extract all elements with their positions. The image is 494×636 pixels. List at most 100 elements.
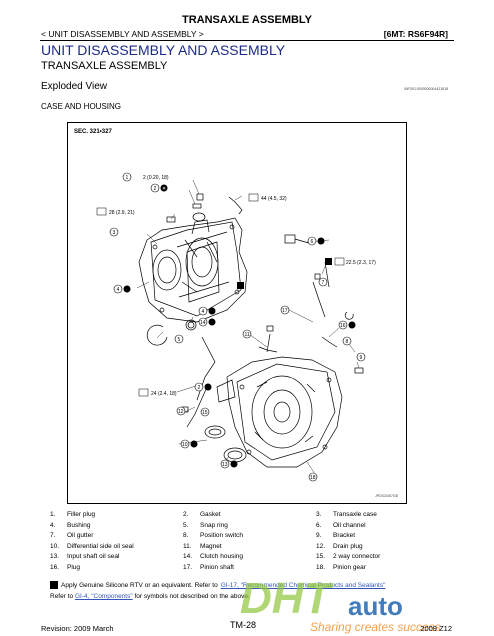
- legend-text: Differential side oil seal: [67, 542, 134, 550]
- model-code: [6MT: RS6F94R]: [383, 29, 448, 39]
- legend-item: 1. Filler plug: [50, 511, 183, 522]
- legend-number: 12.: [316, 542, 326, 550]
- legend-number: 5.: [183, 521, 189, 529]
- callout-15: 15: [200, 407, 210, 417]
- legend-text: Bracket: [333, 532, 356, 539]
- svg-text:14: 14: [200, 320, 206, 326]
- svg-text:24 (2.4, 18): 24 (2.4, 18): [151, 391, 177, 397]
- legend-item: 11.Magnet: [183, 543, 316, 554]
- svg-text:8: 8: [346, 339, 349, 345]
- page-number: TM-28: [230, 620, 257, 630]
- legend-text: Bushing: [67, 521, 91, 529]
- svg-text:13: 13: [222, 462, 228, 468]
- legend-text: Plug: [67, 563, 81, 571]
- watermark-logo: DHT auto Sharing creates success: [240, 574, 441, 634]
- sealant-note-text: Apply Genuine Silicone RTV or an equival…: [61, 581, 218, 589]
- legend-item: 12.Drain plug: [316, 543, 449, 554]
- callout-torque-24: 24 (2.4, 18): [138, 388, 177, 397]
- legend-item: 9. Bracket: [316, 532, 449, 543]
- exploded-view-figure: [67, 122, 407, 504]
- callout-torque-28: 28 (2.9, 21): [96, 207, 135, 216]
- svg-text:6: 6: [311, 239, 314, 245]
- legend-text: Gasket: [200, 511, 221, 518]
- legend-item: 5.Snap ring: [183, 522, 316, 533]
- legend-text: Magnet: [200, 542, 222, 550]
- legend-text: Position switch: [200, 532, 243, 539]
- callout-13: 13: [220, 459, 238, 469]
- symbols-note-prefix: Refer to: [50, 593, 74, 600]
- chemical-products-link[interactable]: GI-17, "Recommended Chemical Products an…: [220, 581, 386, 589]
- legend-number: 9.: [316, 532, 322, 539]
- legend-number: 3.: [316, 511, 322, 518]
- info-id: INFOID:0000000004421818: [404, 87, 448, 91]
- sealant-note: Apply Genuine Silicone RTV or an equival…: [50, 581, 385, 589]
- callout-11: 11: [242, 329, 252, 339]
- legend-number: 4.: [50, 521, 56, 529]
- legend-text: Pinion shaft: [200, 563, 234, 571]
- legend-item: 18. Pinion gear: [316, 564, 449, 575]
- svg-text:4: 4: [117, 287, 120, 293]
- callout-18: 18: [308, 472, 318, 482]
- transaxle-case-drawing: [138, 217, 248, 323]
- svg-text:12: 12: [178, 409, 184, 415]
- callout-torque-22: 22.5 (2.3, 17): [325, 257, 376, 266]
- svg-text:44 (4.5, 32): 44 (4.5, 32): [261, 196, 287, 202]
- torque-1: 2 (0.20, 18): [143, 175, 169, 181]
- legend-number: 17.: [183, 563, 193, 571]
- legend-number: 10.: [50, 542, 60, 550]
- svg-text:11: 11: [245, 332, 250, 338]
- legend-item: 14.Clutch housing: [183, 553, 316, 564]
- legend-text: Input shaft oil seal: [67, 553, 120, 560]
- legend-item: 16.Plug: [50, 564, 183, 575]
- svg-text:22.5 (2.3, 17): 22.5 (2.3, 17): [346, 260, 376, 266]
- breadcrumb[interactable]: < UNIT DISASSEMBLY AND ASSEMBLY >: [41, 29, 204, 39]
- symbols-note-text: for symbols not described on the above.: [134, 593, 250, 600]
- svg-text:9: 9: [360, 355, 363, 361]
- svg-text:2: 2: [198, 385, 201, 391]
- symbols-note: Refer to GI-4, "Components" for symbols …: [50, 593, 250, 600]
- page-header-title: TRANSAXLE ASSEMBLY: [182, 14, 312, 26]
- legend-text: Filler plug: [67, 511, 96, 518]
- clutch-housing-drawing: [216, 356, 343, 468]
- callout-10: 10: [180, 439, 198, 449]
- callout-16: 16: [338, 320, 356, 330]
- callout-torque-44: 44 (4.5, 32): [248, 193, 287, 202]
- svg-text:1: 1: [126, 175, 129, 181]
- legend-number: 8.: [183, 532, 189, 539]
- exploded-view-drawing: 1 2 (0.20, 18) 2 ✕ 28 (2.9, 21) 3 44 (4.…: [96, 172, 376, 482]
- leader-lines: [136, 179, 360, 478]
- legend-text: Clutch housing: [200, 553, 243, 560]
- callout-4-mid: 4: [198, 306, 216, 316]
- callout-12: 12: [176, 406, 186, 416]
- svg-text:DHT: DHT: [240, 574, 334, 623]
- legend-text: Oil gutter: [67, 532, 94, 539]
- components-link[interactable]: GI-4, "Components": [74, 593, 133, 600]
- subsection-title: TRANSAXLE ASSEMBLY: [41, 60, 168, 72]
- legend-number: 18.: [316, 563, 326, 571]
- svg-text:4: 4: [202, 309, 205, 315]
- figure-section-label: SEC. 321•327: [74, 129, 112, 135]
- header-divider: [40, 40, 454, 41]
- svg-text:28 (2.9, 21): 28 (2.9, 21): [109, 210, 135, 216]
- legend-number: 15.: [316, 553, 326, 560]
- legend-text: Pinion gear: [333, 563, 366, 571]
- legend-item: 17. Pinion shaft: [183, 564, 316, 575]
- svg-text:10: 10: [182, 442, 188, 448]
- svg-text:7: 7: [322, 280, 325, 286]
- breadcrumb-link[interactable]: < UNIT DISASSEMBLY AND ASSEMBLY >: [41, 29, 204, 39]
- legend-number: 1.: [50, 511, 56, 518]
- section-title: UNIT DISASSEMBLY AND ASSEMBLY: [41, 42, 286, 58]
- legend-item: 10. Differential side oil seal: [50, 543, 183, 554]
- revision-date: Revision: 2009 March: [41, 624, 114, 633]
- svg-text:2: 2: [154, 186, 157, 192]
- svg-text:17: 17: [282, 308, 288, 314]
- sealant-icon: [237, 282, 244, 289]
- legend-item: 6.Oil channel: [316, 522, 449, 533]
- model-year: 2009 Z12: [420, 624, 452, 633]
- legend-item: 4. Bushing: [50, 522, 183, 533]
